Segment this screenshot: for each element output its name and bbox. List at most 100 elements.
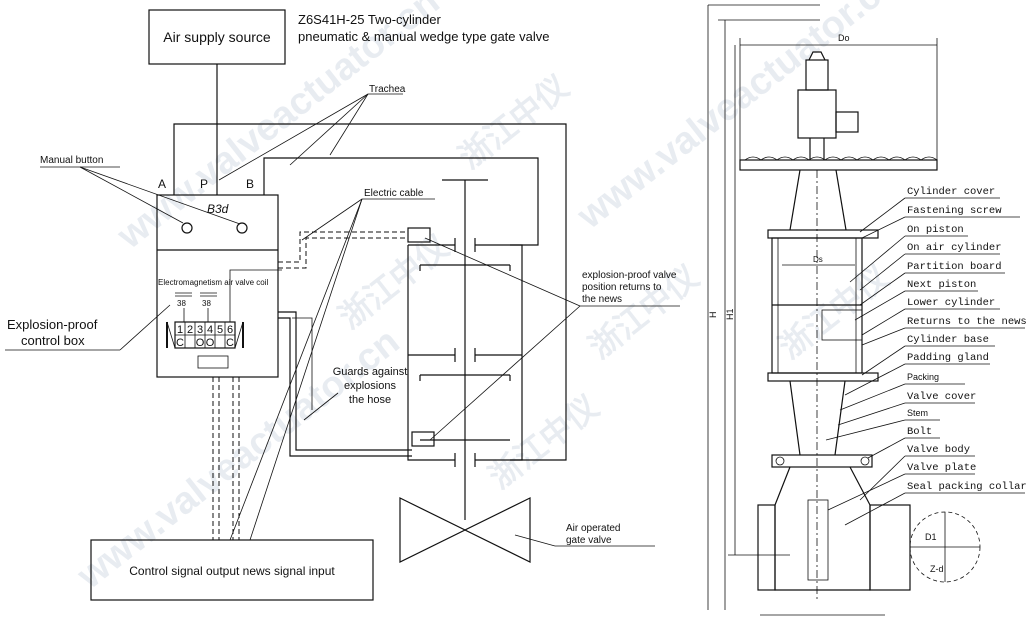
- part-label: Next piston: [907, 279, 976, 291]
- gate-valve-label-2: gate valve: [566, 535, 612, 546]
- guard-hose: [278, 311, 412, 451]
- bonnet: [789, 380, 846, 456]
- h1-label: H1: [725, 308, 735, 320]
- cylinder-schematic: [407, 179, 523, 520]
- watermark-cn: 浙江中仪: [772, 258, 895, 365]
- part-label: Cylinder base: [907, 334, 989, 346]
- part-label: Valve plate: [907, 462, 976, 474]
- d1-label: D1: [925, 532, 937, 542]
- manual-button-label: Manual button: [40, 155, 103, 166]
- part-label: Padding gland: [907, 352, 989, 364]
- valve-plate: [807, 499, 829, 581]
- part-leader: [867, 437, 906, 459]
- handwheel: [739, 159, 938, 171]
- part-label: On piston: [907, 224, 964, 236]
- watermark-cn: 浙江中仪: [452, 68, 575, 175]
- limit-switch-bottom: [411, 431, 435, 447]
- part-leader: [859, 253, 906, 291]
- guards-label-1: Guards against: [333, 366, 408, 378]
- air-pipe-a: [173, 123, 567, 461]
- part-label: Stem: [907, 408, 928, 418]
- position-return-leader: [424, 237, 581, 307]
- gate-valve-left: [399, 497, 467, 563]
- ds-label: Ds: [813, 255, 823, 264]
- explosion-box-leader: [119, 304, 171, 351]
- part-label: Partition board: [907, 261, 1002, 273]
- part-leader: [844, 492, 906, 526]
- explosion-box-label-2: control box: [21, 333, 85, 348]
- position-return-leader: [429, 305, 581, 441]
- position-return-label-2: position returns to: [582, 282, 662, 293]
- trachea-leader: [218, 93, 369, 181]
- flange-bolt: [775, 456, 785, 466]
- trachea-label: Trachea: [369, 84, 406, 95]
- control-signal-box: [90, 539, 374, 601]
- h-label: H: [708, 312, 718, 319]
- terminal-2: 2: [187, 324, 193, 336]
- electric-cable-top: [278, 237, 405, 269]
- part-leader: [861, 216, 906, 239]
- manual-button-leader: [79, 166, 184, 224]
- gate-valve-leader: [514, 534, 556, 547]
- part-leader: [859, 197, 906, 233]
- gearbox-side: [835, 111, 859, 133]
- part-label: Cylinder cover: [907, 186, 995, 198]
- cylinder-section: [821, 309, 863, 341]
- body-flange: [771, 454, 873, 468]
- part-label: On air cylinder: [907, 242, 1002, 254]
- trachea-leader: [289, 93, 369, 166]
- port-b-label: B: [246, 177, 254, 191]
- part-label: Valve cover: [907, 391, 976, 403]
- part-leader: [839, 383, 906, 411]
- part-leader: [859, 455, 906, 501]
- terminal-4: 4: [207, 324, 213, 336]
- electric-cable-leader: [301, 198, 363, 241]
- terminal-strip-end: [234, 321, 244, 349]
- valve-drawing: H H1 Do Ds: [707, 4, 981, 616]
- gearbox: [797, 89, 837, 139]
- part-label: Lower cylinder: [907, 297, 995, 309]
- position-return-label-3: the news: [582, 294, 622, 305]
- manual-button-left: [181, 222, 193, 234]
- electric-cable-label: Electric cable: [364, 188, 424, 199]
- watermark-text: www.valveactuator.cn: [69, 320, 407, 597]
- guards-leader: [303, 392, 339, 421]
- part-label: Packing: [907, 372, 939, 382]
- air-supply-label: Air supply source: [163, 29, 271, 45]
- port-p-label: P: [200, 177, 208, 191]
- part-label: Fastening screw: [907, 205, 1002, 217]
- guards-label-2: explosions: [344, 380, 396, 392]
- limit-switch-top: [407, 227, 431, 243]
- inlet-flange: [757, 504, 776, 591]
- terminal-3: 3: [197, 324, 203, 336]
- part-label: Seal packing collar: [907, 481, 1027, 493]
- part-leader: [827, 473, 906, 511]
- yoke: [789, 169, 847, 231]
- part-leader: [861, 308, 906, 336]
- valve-body: [774, 466, 871, 591]
- terminal-mark-3: O: [196, 337, 205, 349]
- terminal-strip: 1 2 3 4 5 6 C O O C: [166, 321, 244, 349]
- terminal-mark-6: C: [226, 337, 234, 349]
- part-leader: [861, 345, 906, 376]
- coil-1: 38: [175, 292, 192, 308]
- part-leader: [849, 235, 906, 283]
- position-return-label-1: explosion-proof valve: [582, 270, 677, 281]
- explosion-box-label-1: Explosion-proof: [7, 317, 98, 332]
- coil-2-value: 38: [202, 299, 211, 308]
- handwheel-grip: [744, 156, 938, 161]
- port-a-label: A: [158, 177, 166, 191]
- flange-bolt: [860, 456, 870, 466]
- part-label: Valve body: [907, 444, 970, 456]
- part-leader: [854, 290, 906, 321]
- do-label: Do: [838, 33, 850, 43]
- b3d-label: B3d: [207, 202, 229, 216]
- coil-label: Electromagnetism air valve coil: [158, 278, 268, 287]
- part-leader: [825, 419, 906, 441]
- guard-hose: [278, 317, 412, 457]
- zd-label: Z-d: [930, 564, 944, 574]
- terminal-5: 5: [217, 324, 223, 336]
- coil-2: 38: [200, 292, 217, 308]
- terminal-mark-4: O: [206, 337, 215, 349]
- outlet-flange: [869, 504, 911, 591]
